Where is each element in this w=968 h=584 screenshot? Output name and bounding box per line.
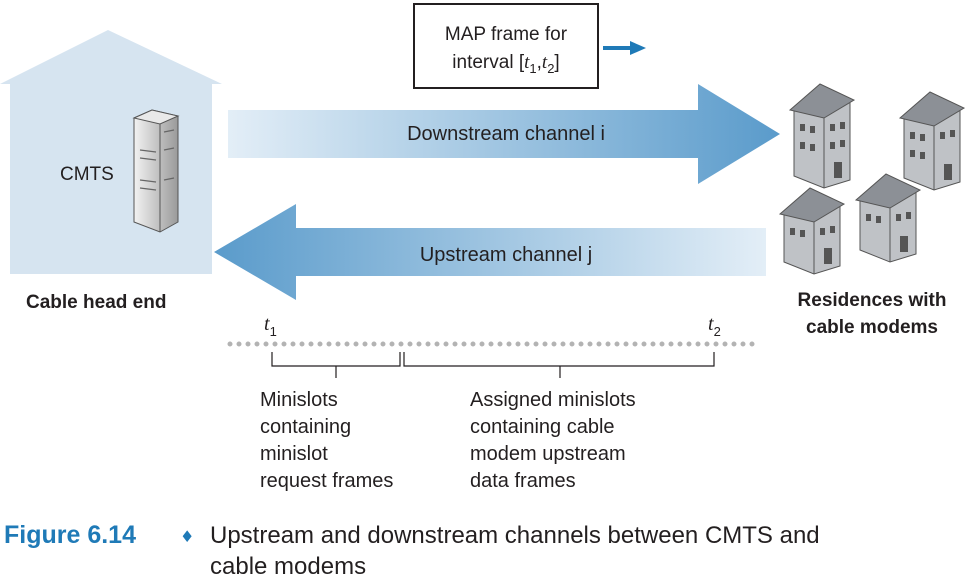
cmts-rack-icon — [132, 109, 180, 233]
house-icon — [788, 83, 856, 189]
house-icon — [854, 173, 922, 263]
house-icon — [778, 187, 846, 275]
assigned-line: modem upstream — [470, 443, 626, 465]
cmts-label: CMTS — [60, 164, 114, 185]
headend-building — [0, 30, 222, 274]
map-frame-line2: interval [t1,t2] — [452, 52, 559, 76]
assigned-line: containing cable — [470, 416, 615, 438]
assigned-bracket — [403, 352, 715, 378]
timeline-t1-label: t1 — [264, 313, 277, 339]
caption-line2: cable modems — [210, 553, 366, 580]
figure-number: Figure 6.14 — [4, 521, 136, 549]
assigned-description: Assigned minislots containing cable mode… — [470, 389, 636, 492]
figure-caption: Figure 6.14 ♦ Upstream and downstream ch… — [4, 521, 820, 580]
minislots-line: minislot — [260, 443, 328, 465]
assigned-line: data frames — [470, 470, 576, 492]
minislots-line: containing — [260, 416, 351, 438]
map-frame-arrow-icon — [603, 41, 646, 55]
minislots-line: request frames — [260, 470, 393, 492]
headend-label: Cable head end — [26, 292, 166, 313]
minislots-line: Minislots — [260, 389, 338, 411]
upstream-label: Upstream channel j — [420, 244, 592, 266]
map-frame-line1: MAP frame for — [445, 24, 568, 45]
residences-label-line2: cable modems — [806, 317, 938, 338]
minislots-description: Minislots containing minislot request fr… — [260, 389, 393, 492]
downstream-arrow: Downstream channel i — [228, 84, 780, 184]
house-icon — [898, 91, 966, 191]
map-frame-box: MAP frame for interval [t1,t2] — [413, 3, 599, 89]
caption-line1: Upstream and downstream channels between… — [210, 522, 820, 549]
minislots-bracket — [271, 352, 401, 378]
upstream-arrow: Upstream channel j — [214, 204, 766, 300]
downstream-label: Downstream channel i — [407, 123, 605, 145]
residences-label-line1: Residences with — [798, 290, 947, 311]
timeline-t2-label: t2 — [708, 313, 721, 339]
assigned-line: Assigned minislots — [470, 389, 636, 411]
caption-bullet-icon: ♦ — [180, 527, 194, 546]
